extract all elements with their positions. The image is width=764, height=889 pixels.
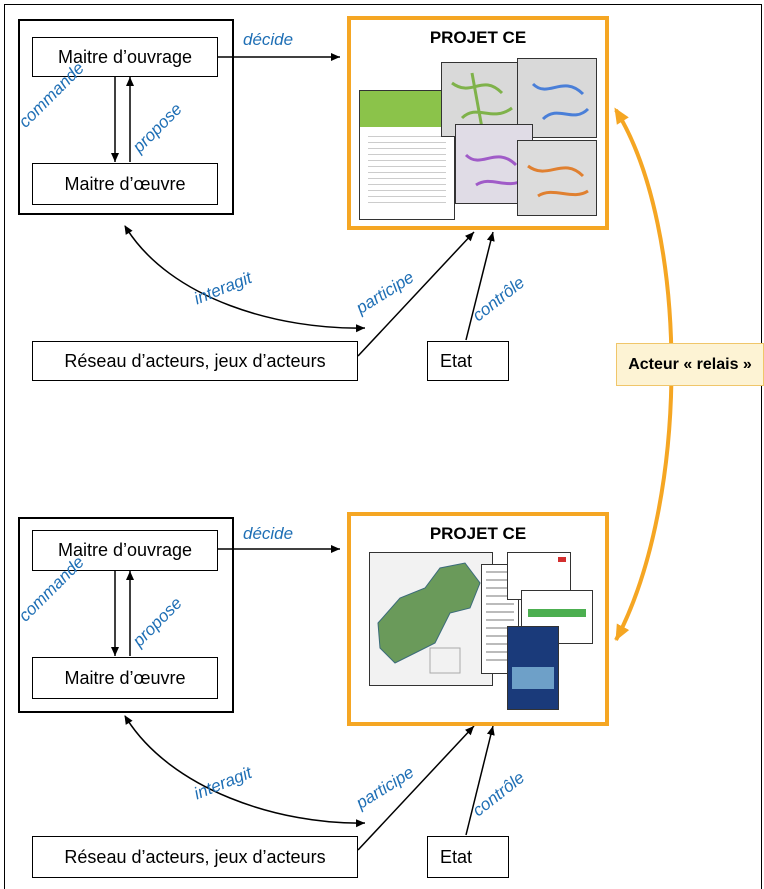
document-thumbnail	[359, 90, 455, 220]
actors-group-top	[18, 19, 234, 215]
maitre-oeuvre-box-top: Maitre d’œuvre	[32, 163, 218, 205]
maitre-ouvrage-box-top: Maitre d’ouvrage	[32, 37, 218, 77]
decide-label-bottom: décide	[243, 524, 294, 543]
projet-box-top: PROJET CE	[347, 16, 609, 230]
map-thumbnail-region	[369, 552, 493, 686]
maitre-ouvrage-box-bottom: Maitre d’ouvrage	[32, 530, 218, 571]
projet-box-bottom: PROJET CE	[347, 512, 609, 726]
reseau-box-bottom: Réseau d’acteurs, jeux d’acteurs	[32, 836, 358, 878]
acteur-relais-label: Acteur « relais »	[616, 343, 764, 386]
controle-arrow-bottom	[465, 725, 495, 836]
controle-arrow-top	[465, 231, 495, 341]
actors-group-bottom	[18, 517, 234, 713]
etat-box-bottom: Etat	[427, 836, 509, 878]
maitre-oeuvre-box-bottom: Maitre d’œuvre	[32, 657, 218, 699]
decide-label-top: décide	[243, 30, 294, 49]
interagit-arrow-bottom	[124, 715, 366, 828]
map-thumbnail-orange	[517, 140, 597, 216]
report-thumbnail-blue	[507, 626, 559, 710]
diagram-frame	[4, 4, 762, 889]
participe-arrow-top	[357, 231, 475, 357]
reseau-box-top: Réseau d’acteurs, jeux d’acteurs	[32, 341, 358, 381]
interagit-arrow-top	[124, 225, 366, 333]
projet-title-bottom: PROJET CE	[429, 524, 527, 543]
participe-arrow-bottom	[357, 725, 475, 851]
projet-title-top: PROJET CE	[429, 28, 527, 47]
etat-box-top: Etat	[427, 341, 509, 381]
